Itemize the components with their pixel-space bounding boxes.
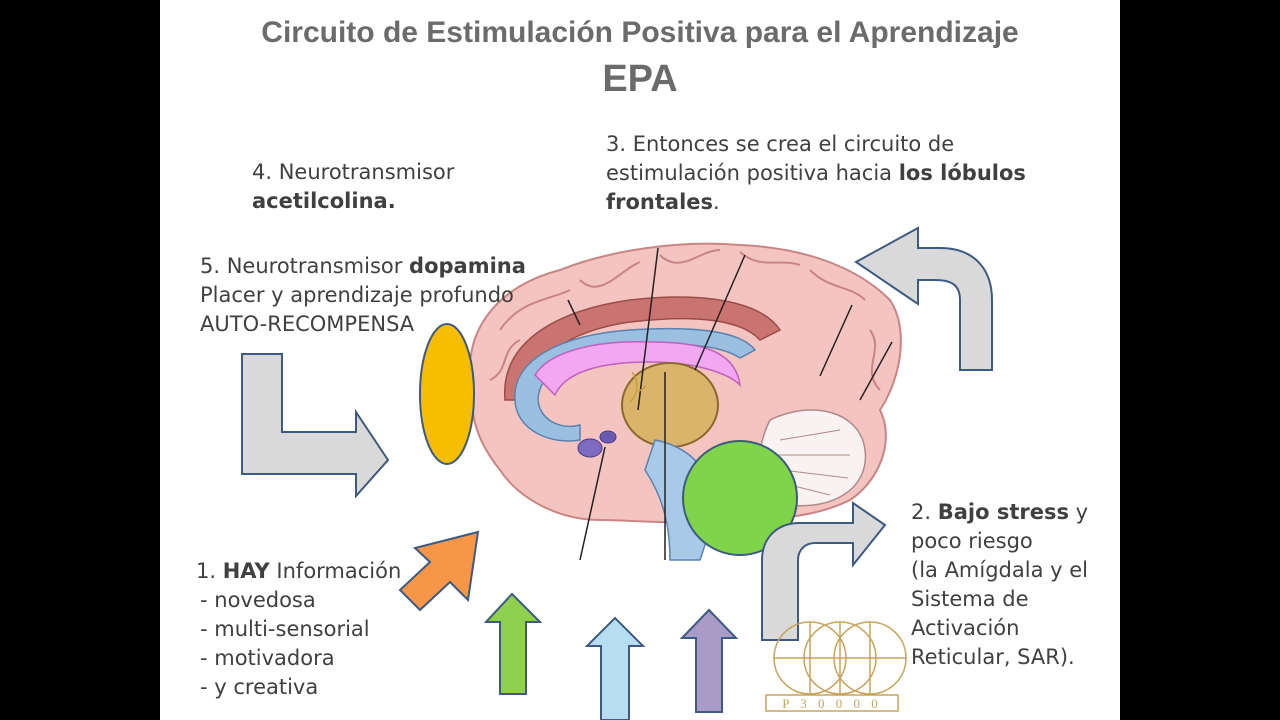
step4-label: 4. Neurotransmisor acetilcolina.	[252, 160, 455, 213]
blue-arrow	[584, 616, 646, 720]
step2-label: 2. Bajo stress y poco riesgo (la Amígdal…	[911, 500, 1089, 669]
gray-arrow-top-right	[854, 226, 993, 371]
page-subtitle: EPA	[602, 58, 678, 100]
gray-arrow-bottom-right	[761, 501, 887, 641]
step1-label: 1. HAY Información - novedosa - multi-se…	[196, 559, 402, 699]
gray-arrow-left	[241, 353, 390, 499]
diagram-graphics: P 3 0 0 0 0	[241, 226, 993, 720]
slide: P 3 0 0 0 0 Circuito de Estimulación Pos…	[160, 0, 1120, 720]
frontal-lobe-marker	[419, 323, 475, 465]
logo-text: P 3 0 0 0 0	[782, 696, 882, 711]
cingulate-gyrus	[504, 296, 782, 401]
step5-label: 5. Neurotransmisor dopamina Placer y apr…	[200, 254, 526, 336]
p3000-logo	[765, 621, 907, 712]
amygdala-marker	[682, 440, 798, 556]
hypothalamus	[577, 438, 603, 458]
step3-label: 3. Entonces se crea el circuito de estim…	[606, 132, 1026, 214]
green-arrow	[483, 592, 543, 695]
thalamus	[621, 362, 719, 448]
page-title: Circuito de Estimulación Positiva para e…	[261, 16, 1019, 49]
purple-arrow	[679, 608, 739, 713]
fornix	[534, 341, 742, 397]
orange-arrow	[398, 530, 480, 612]
